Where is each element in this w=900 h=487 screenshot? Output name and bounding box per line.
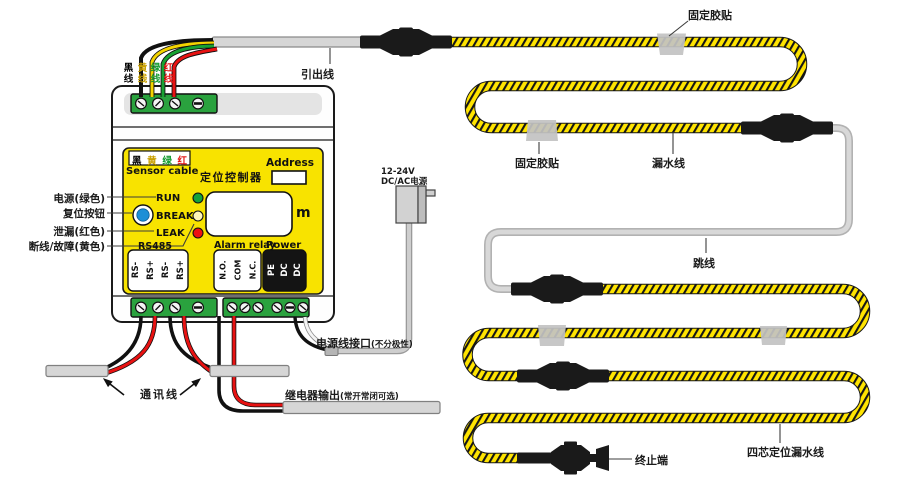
label-reset-button: 复位按钮 <box>63 208 105 220</box>
label-break-yellow: 断线/故障(黄色) <box>28 241 105 253</box>
alarm-terminal-nc: N.C. <box>248 260 258 280</box>
cable-connector-3 <box>511 274 603 304</box>
power-supply-voltage: 12-24V <box>381 167 415 177</box>
address-label: Address <box>266 157 314 169</box>
leak-led <box>192 227 204 239</box>
power-adapter <box>336 185 436 355</box>
relay-output-note: (常开常闭可选) <box>340 392 399 402</box>
break-led <box>192 210 204 222</box>
alarm-terminal-com: COM <box>233 259 243 281</box>
relay-output-text: 继电器输出 <box>285 389 340 402</box>
legend-green: 绿 <box>162 156 172 167</box>
power-port-text: 电源线接口 <box>316 337 371 350</box>
rs-terminal-1: RS- <box>131 261 141 279</box>
black-wire-label: 黑线 <box>123 63 134 85</box>
legend-black: 黑 <box>132 156 142 167</box>
alarm-terminal-no: N.O. <box>218 260 228 280</box>
power-port-note: (不分极性) <box>371 340 413 350</box>
address-box <box>271 170 307 185</box>
plug-prong <box>425 189 436 197</box>
controller-title: 定位控制器 <box>200 171 263 184</box>
fixing-tape-mid-label: 固定胶贴 <box>515 157 559 170</box>
lead-out-cable <box>211 36 364 48</box>
tape-patch-row4-right <box>760 326 787 345</box>
terminator-label: 终止端 <box>635 454 668 467</box>
yellow-wire-label: 黄线 <box>137 63 148 85</box>
relay-output-cable <box>282 400 441 415</box>
break-label: BREAK <box>156 210 194 222</box>
terminator-end <box>517 441 609 475</box>
sensor-cable-label: Sensor cable <box>126 166 199 177</box>
leak-label: LEAK <box>156 227 185 239</box>
red-wire-label: 红线 <box>163 63 174 85</box>
four-core-cable-label: 四芯定位漏水线 <box>747 446 824 459</box>
power-supply-label: 12-24V DC/AC电源 <box>381 167 428 187</box>
legend-red: 红 <box>177 156 187 167</box>
rs-terminal-3: RS- <box>161 261 171 279</box>
meter-display <box>205 191 293 237</box>
legend-yellow: 黄 <box>147 156 157 167</box>
callout-lines <box>107 20 781 460</box>
leak-cable-label: 漏水线 <box>652 157 685 170</box>
power-supply-type: DC/AC电源 <box>381 176 428 187</box>
power-terminal-dc1: DC <box>280 263 290 277</box>
rs-terminal-4: RS+ <box>176 260 186 280</box>
power-terminal-pe: PE <box>267 263 277 277</box>
tape-patch-top <box>657 33 686 55</box>
rs485-label: RS485 <box>138 241 172 252</box>
label-leak-red: 泄漏(红色) <box>53 226 105 238</box>
rs-terminal-2: RS+ <box>146 260 156 280</box>
cable-connector-4 <box>517 361 609 391</box>
bottom-wires <box>102 315 334 413</box>
jumper-cable <box>484 124 853 293</box>
fixing-tape-top-label: 固定胶贴 <box>688 9 732 22</box>
power-port-label: 电源线接口(不分极性) <box>316 335 413 351</box>
label-power-green: 电源(绿色) <box>53 193 105 205</box>
jumper-label: 跳线 <box>693 257 715 270</box>
wire-color-legend-box <box>128 150 191 166</box>
relay-output-label: 继电器输出(常开常闭可选) <box>285 387 399 403</box>
comm-line-arrows <box>102 378 202 396</box>
wire-color-legend: 黑 黄 绿 红 <box>132 153 187 167</box>
comm-line-label: 通讯线 <box>140 388 179 401</box>
tape-patch-row4-left <box>538 325 566 346</box>
power-terminal-dc2: DC <box>293 263 303 277</box>
leak-cable <box>452 36 871 464</box>
power-cord-junction <box>324 346 339 356</box>
tape-patch-mid <box>526 120 558 141</box>
power-terminal-box <box>262 249 307 292</box>
power-label: Power <box>266 240 302 251</box>
run-label: RUN <box>156 192 181 204</box>
controller <box>111 85 335 323</box>
reset-button <box>136 208 150 222</box>
green-wire-label: 绿线 <box>150 63 161 85</box>
rs485-terminal-box <box>127 249 189 292</box>
meter-unit: m <box>296 205 311 221</box>
alarm-relay-label: Alarm relay <box>214 240 276 251</box>
sensor-wires-top <box>139 38 218 97</box>
lead-wire-label: 引出线 <box>301 68 334 81</box>
alarm-relay-terminal-box <box>213 249 262 292</box>
comm-cable-1 <box>45 364 109 378</box>
run-led <box>192 192 204 204</box>
cable-connector-1 <box>360 27 452 57</box>
comm-cable-2 <box>209 364 290 378</box>
cable-connector-2 <box>741 113 833 143</box>
